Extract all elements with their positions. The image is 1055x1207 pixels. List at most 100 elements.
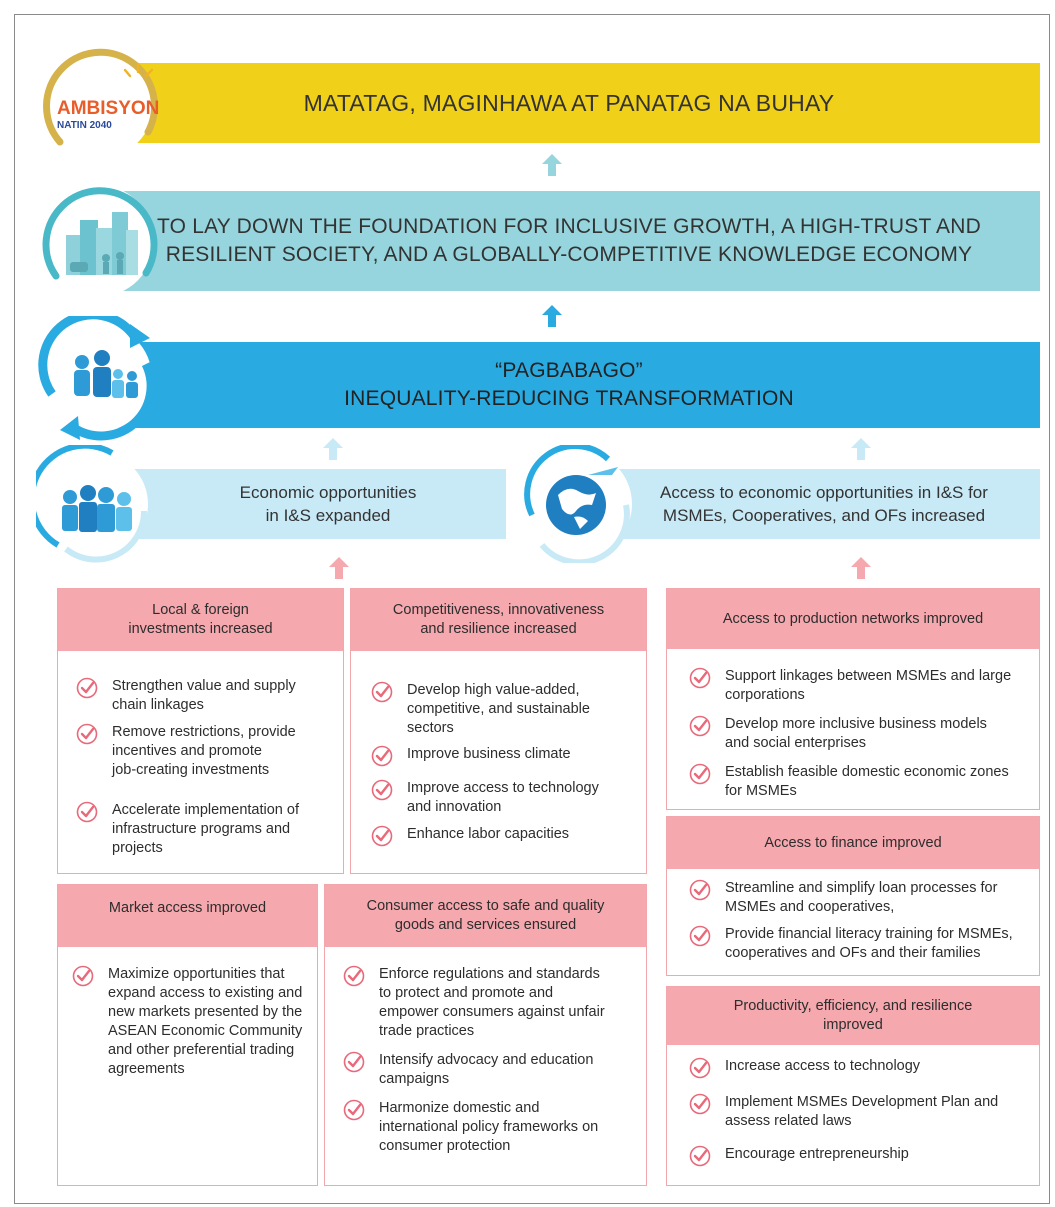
checkmark-icon xyxy=(76,801,98,823)
checkmark-icon xyxy=(371,825,393,847)
item-text: cooperatives and OFs and their families xyxy=(725,945,981,961)
item-text: Harmonize domestic and xyxy=(379,1100,540,1116)
list-item: Increase access to technology xyxy=(689,1057,920,1079)
box-header: Local & foreign investments increased xyxy=(58,589,343,651)
item-text: Improve business climate xyxy=(407,746,571,762)
item-text: corporations xyxy=(725,687,805,703)
box-header: Access to production networks improved xyxy=(667,589,1039,649)
arrow-up-icon xyxy=(851,438,871,460)
list-item: Harmonize domestic and international poli… xyxy=(343,1099,598,1156)
box-header: Access to finance improved xyxy=(667,817,1039,869)
box-consumer-access: Consumer access to safe and quality good… xyxy=(324,884,647,1186)
item-text: Maximize opportunities that xyxy=(108,966,285,982)
business-people-icon xyxy=(28,442,156,563)
item-text: expand access to existing and xyxy=(108,985,303,1001)
list-item: Accelerate implementation of infrastructu… xyxy=(76,801,299,858)
city-icon xyxy=(36,180,162,302)
box-title-line: Local & foreign xyxy=(152,602,249,618)
band-pagbabago-line1: “PAGBABAGO” xyxy=(495,359,643,382)
item-text: for MSMEs xyxy=(725,783,797,799)
checkmark-icon xyxy=(72,965,94,987)
box-title-line: and resilience increased xyxy=(420,621,577,637)
checkmark-icon xyxy=(689,1145,711,1167)
item-text: and innovation xyxy=(407,799,502,815)
box-title-line: Productivity, efficiency, and resilience xyxy=(733,998,973,1014)
item-text: incentives and promote xyxy=(112,743,262,759)
box-title-line: Access to production networks improved xyxy=(722,610,984,627)
list-item: Implement MSMEs Development Plan and asse… xyxy=(689,1093,998,1131)
band-economic-opportunities-line1: Economic opportunities xyxy=(239,483,417,502)
list-item: Provide financial literacy training for … xyxy=(689,925,1013,963)
item-text: empower consumers against unfair xyxy=(379,1004,605,1020)
checkmark-icon xyxy=(76,677,98,699)
checkmark-icon xyxy=(343,1099,365,1121)
item-text: sectors xyxy=(407,720,454,736)
box-market-access: Market access improved Maximize opportun… xyxy=(57,884,318,1186)
checkmark-icon xyxy=(689,715,711,737)
list-item: Develop more inclusive business models an… xyxy=(689,715,987,753)
item-text: Streamline and simplify loan processes f… xyxy=(725,880,998,896)
item-text: competitive, and sustainable xyxy=(407,701,590,717)
band-access-economic-opportunities-line2: MSMEs, Cooperatives, and OFs increased xyxy=(662,506,986,525)
list-item: Streamline and simplify loan processes f… xyxy=(689,879,997,917)
band-economic-opportunities: Economic opportunities in I&S expanded xyxy=(100,469,506,539)
item-text: international policy frameworks on xyxy=(379,1119,599,1135)
item-text: Increase access to technology xyxy=(725,1058,921,1074)
band-access-economic-opportunities-line1: Access to economic opportunities in I&S … xyxy=(660,483,988,502)
list-item: Enhance labor capacities xyxy=(371,825,569,847)
item-text: Support linkages between MSMEs and large xyxy=(725,668,1012,684)
box-title-line: Consumer access to safe and quality xyxy=(366,898,605,914)
globe-icon xyxy=(518,443,638,566)
item-text: trade practices xyxy=(379,1023,475,1039)
logo-text-line1: AMBISYON xyxy=(57,98,159,119)
list-item: Develop high value-added,competitive, an… xyxy=(371,681,590,738)
box-header: Market access improved xyxy=(58,885,317,947)
item-text: MSMEs and cooperatives, xyxy=(725,899,895,915)
box-header: Competitiveness, innovativeness and resi… xyxy=(351,589,646,651)
band-foundation-line1: TO LAY DOWN THE FOUNDATION FOR INCLUSIVE… xyxy=(157,215,981,238)
box-title-line: Access to finance improved xyxy=(764,834,942,851)
item-text: projects xyxy=(112,840,163,856)
item-text: Implement MSMEs Development Plan and xyxy=(725,1094,999,1110)
band-foundation: TO LAY DOWN THE FOUNDATION FOR INCLUSIVE… xyxy=(98,191,1040,291)
arrow-up-icon xyxy=(323,438,343,460)
arrow-up-icon xyxy=(542,154,562,176)
checkmark-icon xyxy=(689,925,711,947)
item-text: Establish feasible domestic economic zon… xyxy=(725,764,1009,780)
item-text: infrastructure programs and xyxy=(112,821,291,837)
item-text: Encourage entrepreneurship xyxy=(725,1146,909,1162)
item-text: and other preferential trading xyxy=(108,1042,295,1058)
item-text: campaigns xyxy=(379,1071,450,1087)
band-foundation-line2: RESILIENT SOCIETY, AND A GLOBALLY-COMPET… xyxy=(165,243,973,266)
item-text: and social enterprises xyxy=(725,735,867,751)
checkmark-icon xyxy=(371,681,393,703)
item-text: Remove restrictions, provide xyxy=(112,724,296,740)
item-text: chain linkages xyxy=(112,697,204,713)
item-text: Provide financial literacy training for … xyxy=(725,926,1013,942)
band-vision-text: MATATAG, MAGINHAWA AT PANATAG NA BUHAY xyxy=(303,90,835,116)
band-pagbabago: “PAGBABAGO” INEQUALITY-REDUCING TRANSFOR… xyxy=(98,342,1040,428)
logo-text-line2: NATIN 2040 xyxy=(57,120,112,131)
list-item: Remove restrictions, provide incentives a… xyxy=(76,723,296,780)
item-text: Enforce regulations and standards xyxy=(379,966,600,982)
band-economic-opportunities-line2: in I&S expanded xyxy=(265,506,391,525)
band-vision: MATATAG, MAGINHAWA AT PANATAG NA BUHAY xyxy=(98,63,1040,143)
checkmark-icon xyxy=(343,1051,365,1073)
box-title-line: Competitiveness, innovativeness xyxy=(392,602,605,618)
family-icon xyxy=(34,310,164,444)
item-text: assess related laws xyxy=(725,1113,852,1129)
ambisyon-logo: AMBISYON NATIN 2040 xyxy=(36,42,162,164)
item-text: Accelerate implementation of xyxy=(112,802,299,818)
box-header: Productivity, efficiency, and resilience… xyxy=(667,987,1039,1045)
item-text: Develop more inclusive business models xyxy=(725,716,987,732)
checkmark-icon xyxy=(371,779,393,801)
box-access-to-finance: Access to finance improved Streamline an… xyxy=(666,816,1040,976)
list-item: Improve business climate xyxy=(371,745,571,767)
box-productivity: Productivity, efficiency, and resilience… xyxy=(666,986,1040,1186)
arrow-up-icon xyxy=(542,305,562,327)
item-text: new markets presented by the xyxy=(108,1004,303,1020)
list-item: Support linkages between MSMEs and large… xyxy=(689,667,1011,705)
